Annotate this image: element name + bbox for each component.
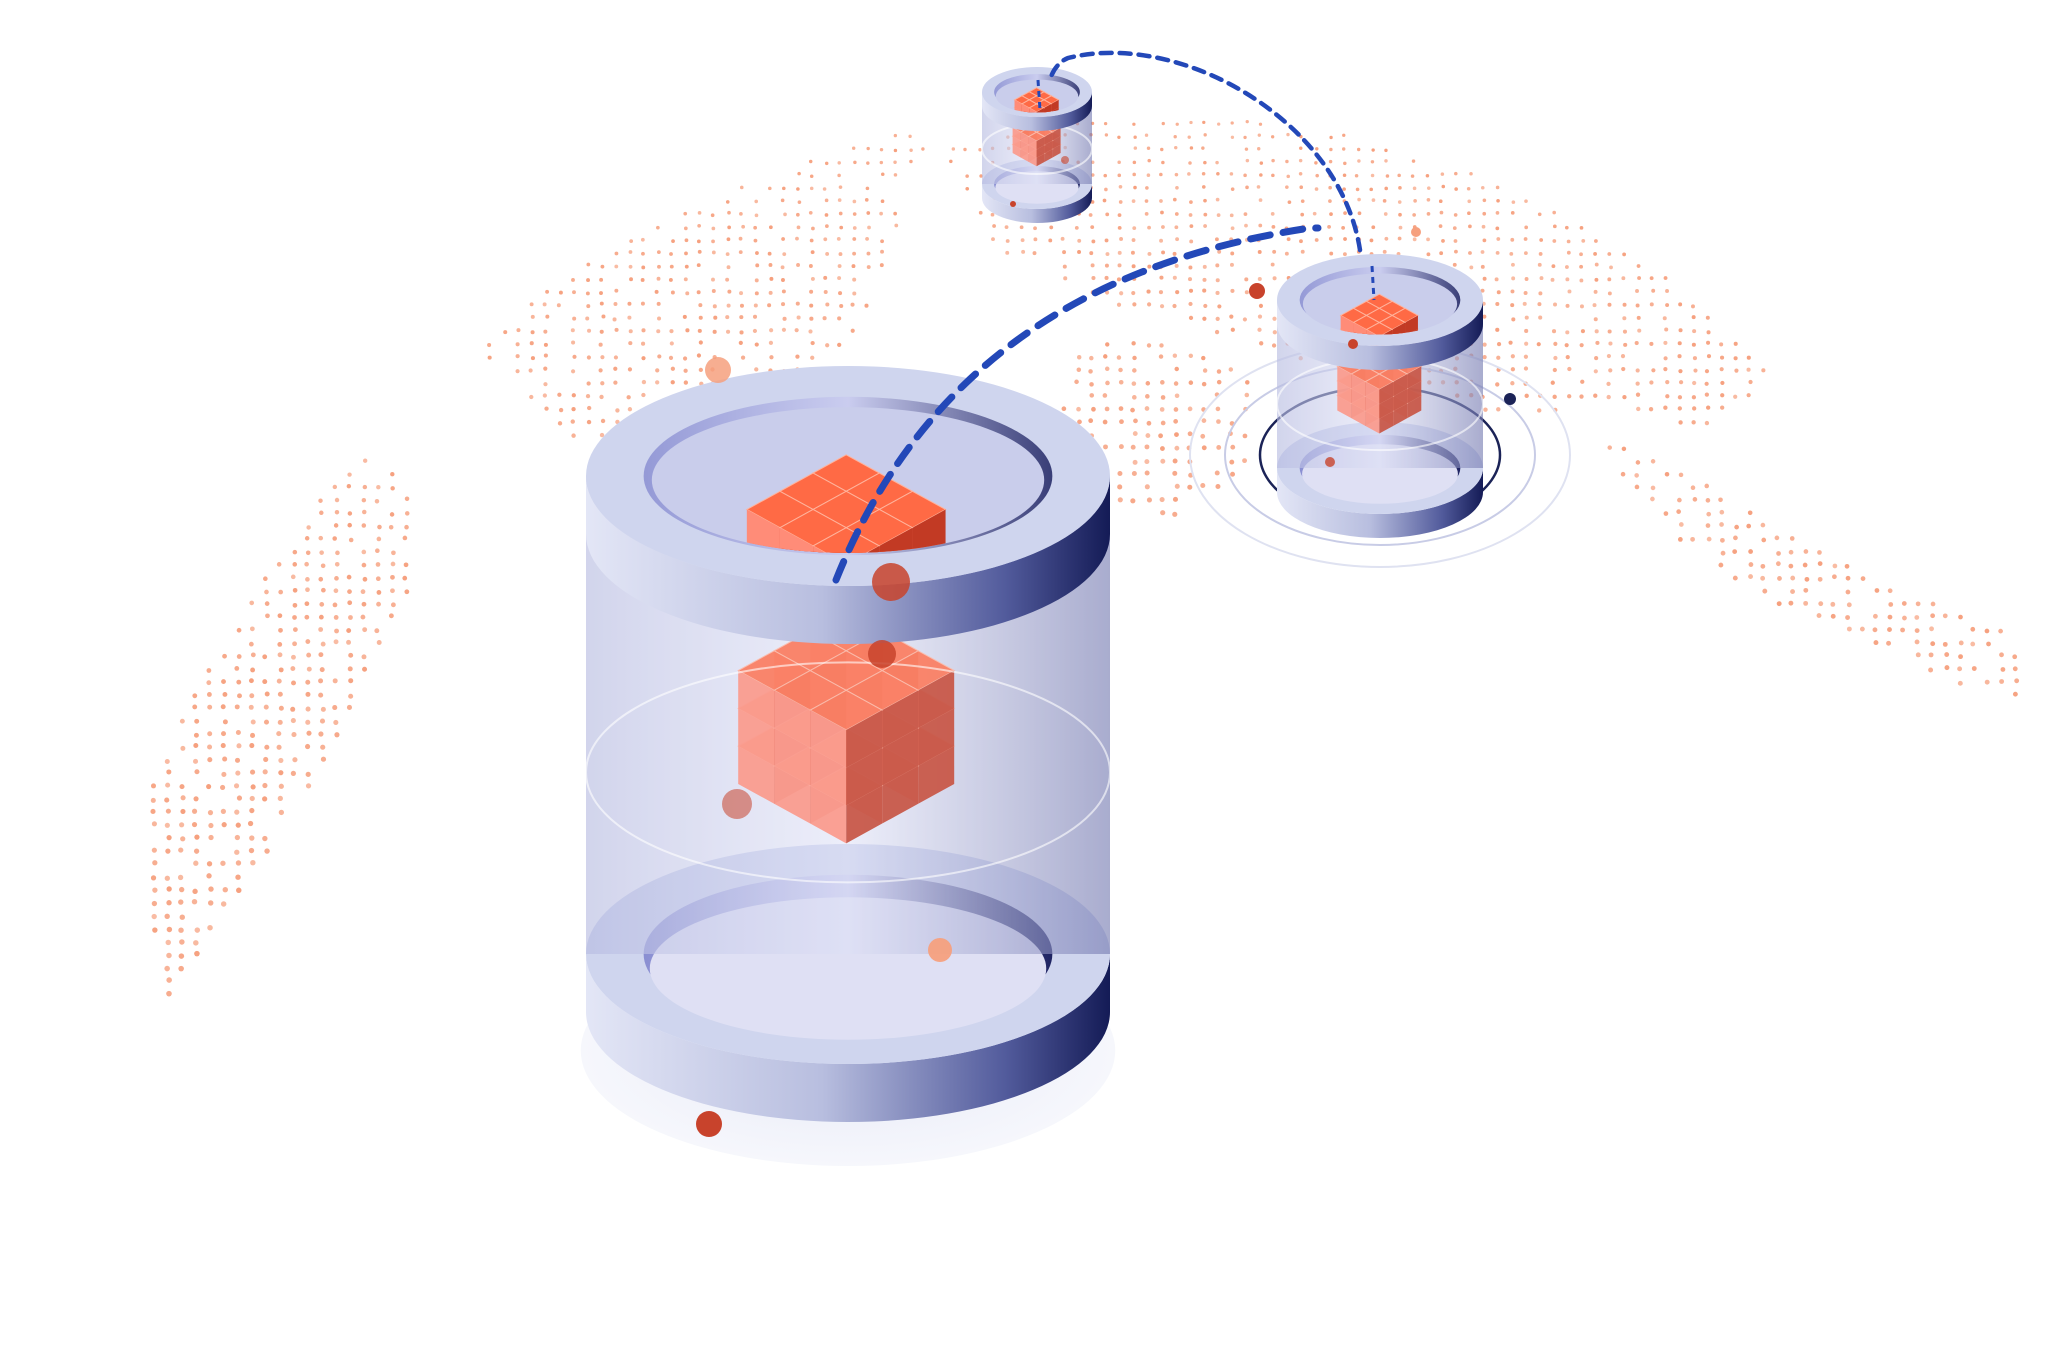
top-ring-side — [586, 476, 1110, 644]
top-ring-side — [982, 92, 1092, 131]
accent-dot — [1061, 156, 1069, 164]
cube — [1364, 373, 1395, 405]
accent-dot — [1348, 339, 1358, 349]
connection-small-drop — [1036, 79, 1042, 111]
accent-dot — [722, 789, 752, 819]
cube — [812, 527, 881, 553]
bottom-ring-side — [982, 184, 1092, 223]
glass-edge — [585, 661, 1111, 884]
accent-dot — [1325, 457, 1335, 467]
accent-dot — [1249, 283, 1265, 299]
connection-medium-to-small — [1047, 50, 1363, 253]
cube — [1027, 131, 1046, 150]
accent-dot — [1010, 201, 1016, 207]
accent-dot — [1504, 393, 1516, 405]
cube-cluster — [1336, 342, 1423, 434]
accent-dot — [696, 1111, 722, 1137]
accent-dot — [705, 357, 731, 383]
bottom-ring-side — [586, 954, 1110, 1122]
connection-large-to-medium — [832, 224, 1322, 584]
container-large — [580, 366, 1116, 1166]
world-map-dots — [150, 120, 2020, 997]
container-small-top — [981, 67, 1093, 223]
cube — [809, 689, 884, 768]
bottom-ring-side — [1277, 468, 1483, 538]
cube — [1365, 321, 1394, 335]
connection-medium-drop — [1370, 265, 1376, 301]
accent-dot — [868, 640, 896, 668]
accent-dots — [696, 156, 1516, 1137]
top-ring-side — [1277, 300, 1483, 370]
accent-dot — [872, 563, 910, 601]
accent-dot — [928, 938, 952, 962]
container-medium-right — [1276, 254, 1484, 538]
dashed-connection-lines — [832, 50, 1376, 584]
cube-cluster — [737, 610, 956, 844]
accent-dot — [1411, 227, 1421, 237]
cube — [1028, 103, 1045, 113]
